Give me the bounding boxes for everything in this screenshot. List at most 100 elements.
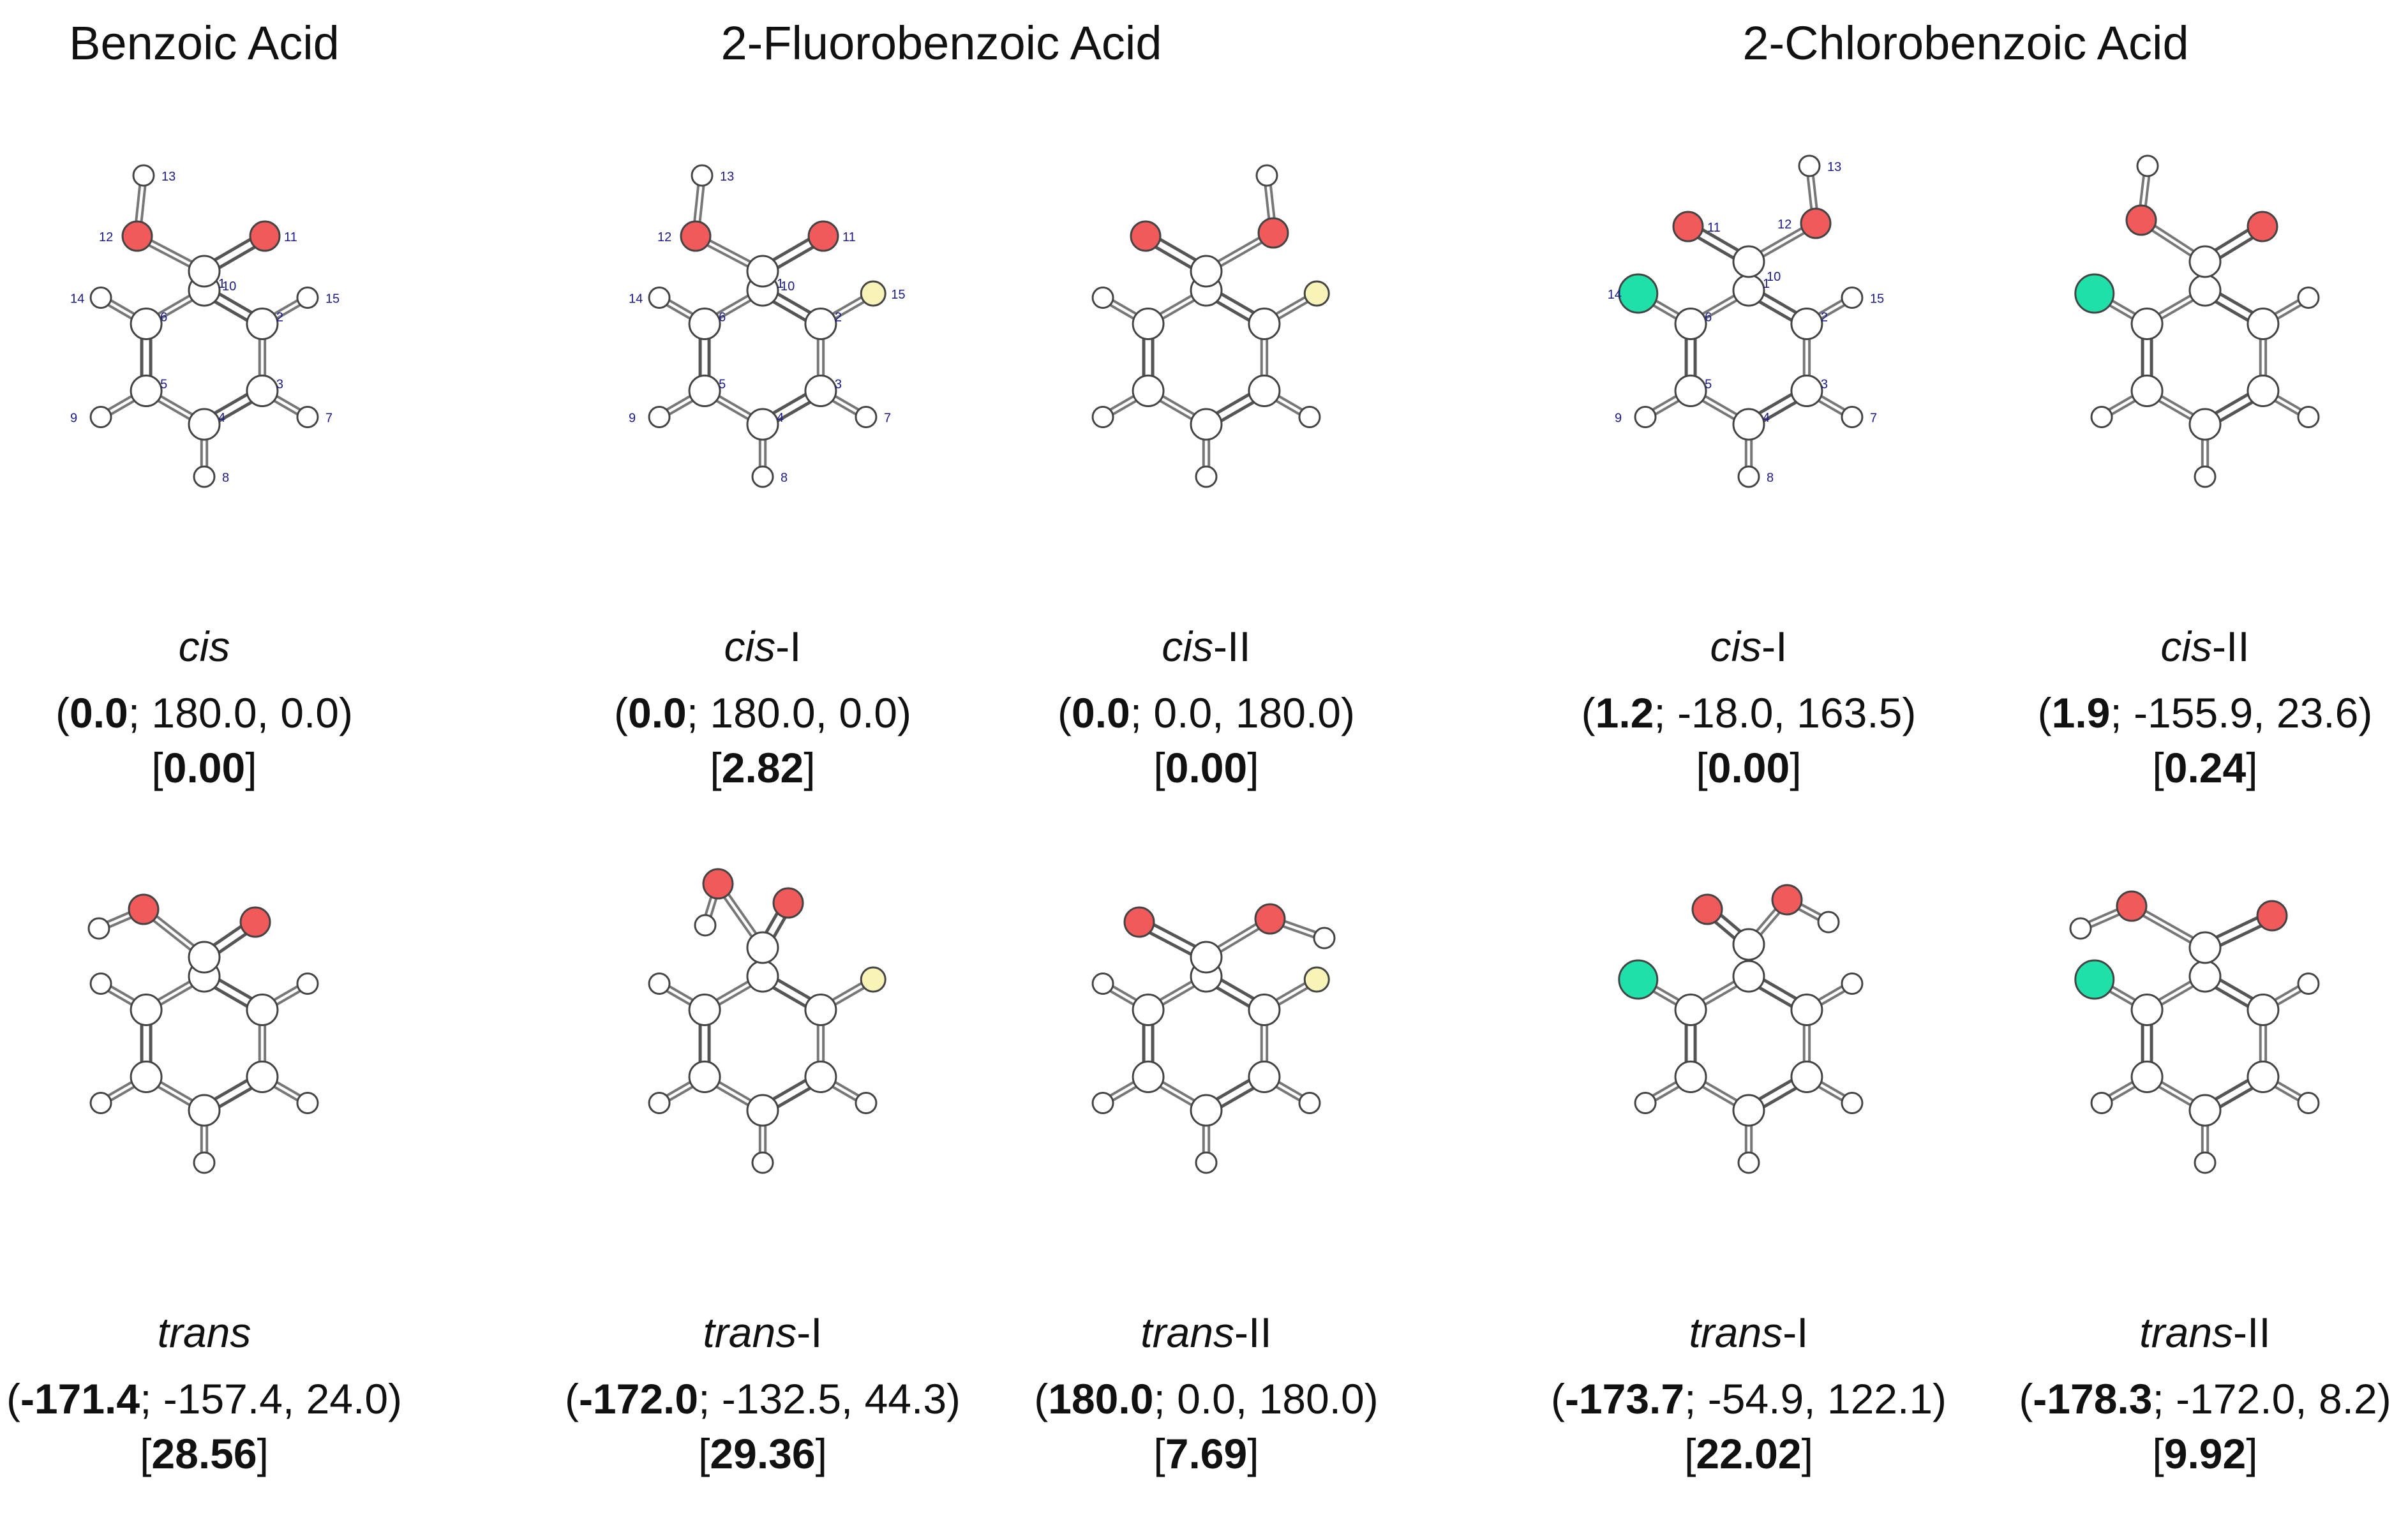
header-2-fluorobenzoic-acid: 2-Fluorobenzoic Acid bbox=[721, 17, 1162, 70]
hydrogen-atom bbox=[1817, 911, 1840, 934]
atom-number-label: 2 bbox=[1821, 311, 1828, 325]
oxygen-atom bbox=[772, 887, 804, 919]
oxygen-atom bbox=[702, 868, 734, 900]
hydrogen-atom bbox=[1313, 927, 1336, 950]
carbon-atom bbox=[1732, 960, 1765, 993]
atom-number-label: 2 bbox=[835, 311, 842, 325]
dihedral-main: 0.0 bbox=[627, 689, 687, 736]
caption-1: cis(0.0; 180.0, 0.0)[0.00] bbox=[56, 625, 353, 791]
carbon-atom bbox=[2188, 960, 2222, 993]
dihedral-angles: -155.9, 23.6 bbox=[2134, 689, 2359, 736]
relative-energy: [0.00] bbox=[1153, 744, 1259, 791]
relative-energy-value: 2.82 bbox=[721, 744, 804, 791]
atom-number-label: 1 bbox=[1763, 277, 1770, 291]
dihedral-angles: -132.5, 44.3 bbox=[721, 1375, 947, 1422]
caption-2: cis-I (0.0; 180.0, 0.0) [2.82] bbox=[614, 625, 911, 791]
atom-number-label: 9 bbox=[70, 412, 77, 426]
carbon-atom bbox=[804, 308, 837, 340]
carbon-atom bbox=[1132, 994, 1165, 1026]
dihedral-angles: 180.0, 0.0 bbox=[151, 689, 340, 736]
carbon-atom bbox=[746, 960, 779, 993]
carbon-atom bbox=[1674, 994, 1707, 1026]
hydrogen-atom bbox=[648, 406, 671, 428]
carbon-atom bbox=[1790, 308, 1823, 340]
atom-number-label: 10 bbox=[1767, 270, 1781, 284]
carbon-atom bbox=[2130, 375, 2164, 407]
carbon-atom bbox=[1132, 1061, 1165, 1093]
carbon-atom bbox=[1248, 994, 1281, 1026]
carbon-atom bbox=[2188, 408, 2222, 441]
conformer-name-italic: trans bbox=[1689, 1309, 1783, 1356]
hydrogen-atom bbox=[2090, 406, 2113, 428]
carbon-atom bbox=[2188, 274, 2222, 307]
hydrogen-atom bbox=[1298, 406, 1321, 428]
relative-energy-value: 22.02 bbox=[1696, 1430, 1802, 1477]
carbon-atom bbox=[688, 375, 721, 407]
conformer-name-italic: cis bbox=[178, 623, 230, 670]
conformer-name-italic: trans bbox=[157, 1309, 251, 1356]
dihedral-values: (-172.0; -132.5, 44.3) bbox=[564, 1375, 961, 1422]
carbon-atom bbox=[130, 994, 163, 1026]
conformer-name-suffix: -II bbox=[2233, 1309, 2271, 1356]
conformer-name-italic: trans bbox=[1140, 1309, 1235, 1356]
atom-number-label: 4 bbox=[218, 411, 225, 425]
hydrogen-atom bbox=[296, 287, 319, 309]
hydrogen-atom bbox=[2297, 287, 2320, 309]
relative-energy: [2.82] bbox=[710, 744, 816, 791]
hydrogen-atom bbox=[1841, 287, 1864, 309]
carbon-atom bbox=[2188, 245, 2222, 278]
hydrogen-atom bbox=[2297, 973, 2320, 995]
caption-9: trans-I(-173.7; -54.9, 122.1)[22.02] bbox=[1551, 1311, 1947, 1477]
relative-energy-value: 0.00 bbox=[1165, 744, 1248, 791]
atom-number-label: 13 bbox=[1827, 160, 1841, 174]
hydrogen-atom bbox=[855, 406, 878, 428]
molecule-structure-7 bbox=[648, 868, 886, 1174]
dihedral-values: (0.0; 180.0, 0.0) bbox=[614, 689, 911, 736]
carbon-atom bbox=[2247, 1061, 2280, 1093]
carbon-atom bbox=[130, 375, 163, 407]
dihedral-values: (0.0; 180.0, 0.0) bbox=[56, 689, 353, 736]
conformer-name-suffix: -I bbox=[775, 623, 802, 670]
carbon-atom bbox=[1790, 994, 1823, 1026]
hydrogen-atom bbox=[1255, 164, 1278, 187]
atom-number-label: 15 bbox=[891, 288, 905, 302]
conformer-name: cis-I bbox=[614, 625, 911, 670]
atom-number-label: 7 bbox=[325, 412, 333, 426]
carbon-atom bbox=[246, 994, 279, 1026]
carbon-atom bbox=[1732, 408, 1765, 441]
hydrogen-atom bbox=[296, 406, 319, 428]
hydrogen-atom bbox=[193, 1151, 216, 1174]
carbon-atom bbox=[2188, 1094, 2222, 1127]
atom-number-label: 14 bbox=[70, 292, 84, 306]
hydrogen-atom bbox=[1737, 465, 1760, 488]
carbon-atom bbox=[746, 931, 779, 964]
conformer-name: trans-II bbox=[2019, 1311, 2391, 1356]
hydrogen-atom bbox=[855, 1092, 878, 1114]
dihedral-main: -178.3 bbox=[2033, 1375, 2153, 1422]
hydrogen-atom bbox=[1798, 154, 1821, 177]
chlorine-atom bbox=[2074, 959, 2115, 1000]
hydrogen-atom bbox=[1195, 465, 1218, 488]
oxygen-atom bbox=[121, 220, 153, 252]
atom-number-label: 15 bbox=[325, 292, 340, 306]
conformer-name-italic: trans bbox=[703, 1309, 797, 1356]
oxygen-atom bbox=[239, 906, 271, 938]
fluorine-atom bbox=[860, 280, 886, 307]
dihedral-values: (180.0; 0.0, 180.0) bbox=[1034, 1375, 1379, 1422]
hydrogen-atom bbox=[2069, 917, 2092, 940]
carbon-atom bbox=[246, 1061, 279, 1093]
fluorine-atom bbox=[1303, 966, 1330, 993]
dihedral-values: (0.0; 0.0, 180.0) bbox=[1058, 689, 1355, 736]
atom-number-label: 15 bbox=[1870, 292, 1884, 306]
caption-10: trans-II(-178.3; -172.0, 8.2)[9.92] bbox=[2019, 1311, 2391, 1477]
carbon-atom bbox=[1790, 1061, 1823, 1093]
oxygen-atom bbox=[2125, 204, 2157, 236]
caption-7: trans-I(-172.0; -132.5, 44.3)[29.36] bbox=[565, 1311, 961, 1477]
atom-number-label: 2 bbox=[276, 311, 283, 325]
oxygen-atom bbox=[680, 220, 712, 252]
atom-number-label: 7 bbox=[884, 412, 891, 426]
carbon-atom bbox=[2247, 308, 2280, 340]
carbon-atom bbox=[2247, 994, 2280, 1026]
hydrogen-atom bbox=[1091, 973, 1114, 995]
